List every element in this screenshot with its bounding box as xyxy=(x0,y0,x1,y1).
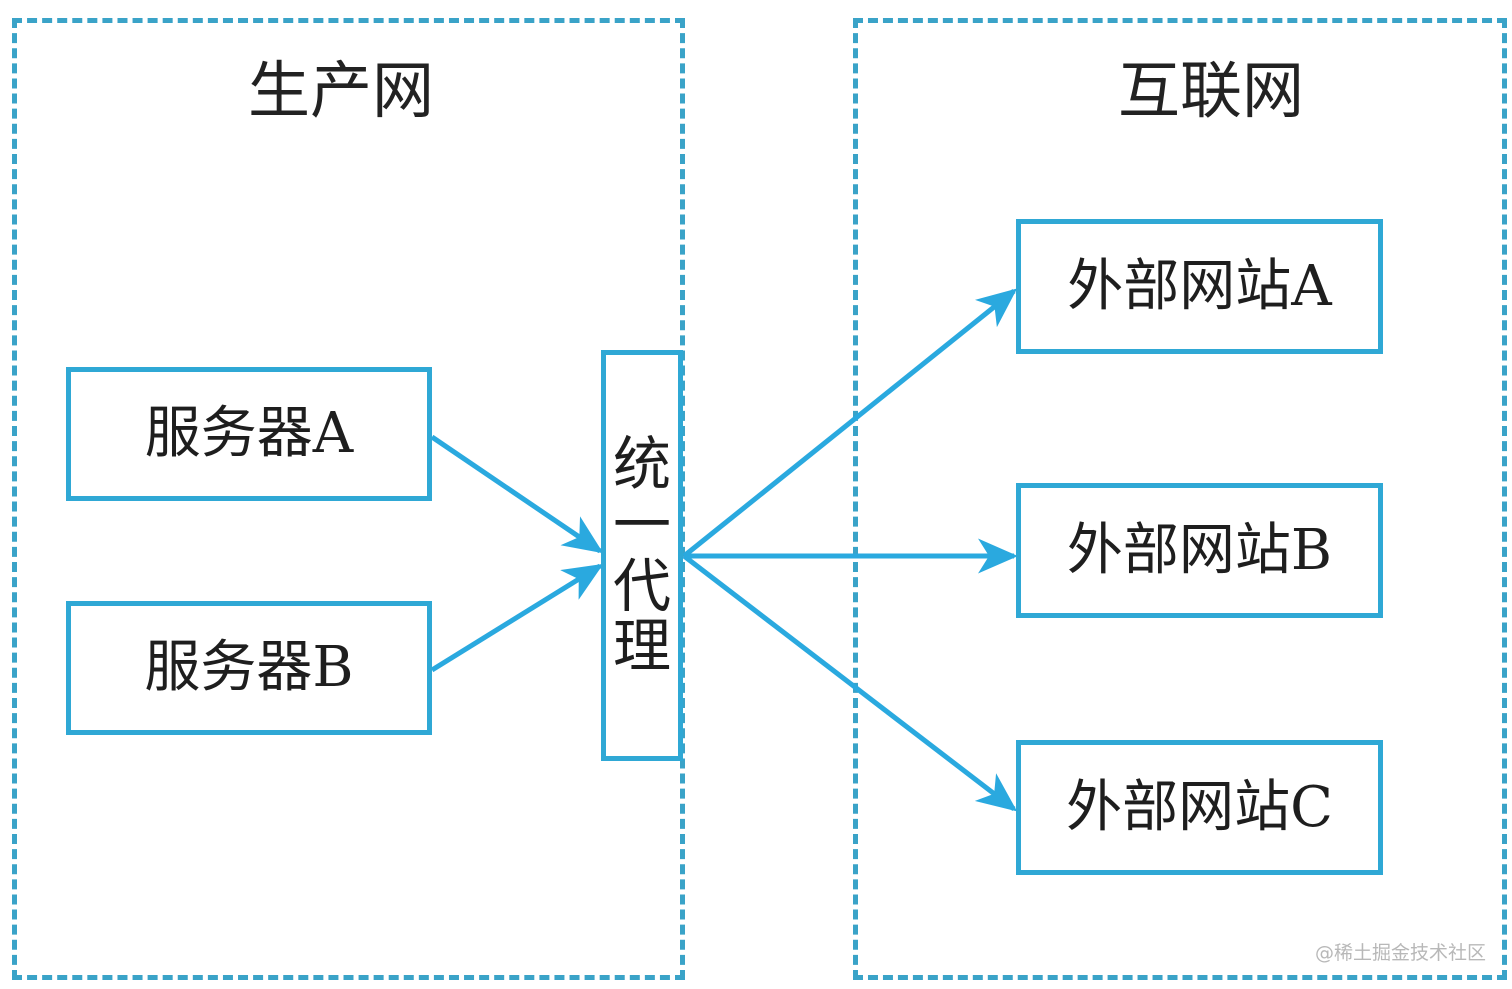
external-site-b-label: 外部网站B xyxy=(1066,517,1333,583)
production-network-title: 生产网 xyxy=(248,54,435,127)
proxy-label-char: 一 xyxy=(612,490,671,559)
proxy-label-char: 代 xyxy=(612,551,671,620)
external-site-b-box: 外部网站B xyxy=(1016,483,1383,618)
server-a-box: 服务器A xyxy=(66,367,432,501)
external-site-a-label: 外部网站A xyxy=(1067,253,1332,319)
proxy-label-char: 统 xyxy=(612,429,671,498)
proxy-label-char: 理 xyxy=(612,612,671,681)
external-site-c-label: 外部网站C xyxy=(1066,774,1333,840)
server-b-label: 服务器B xyxy=(144,635,354,700)
watermark: @稀土掘金技术社区 xyxy=(1314,942,1486,964)
unified-proxy-box: 统 一 代 理 xyxy=(601,350,683,761)
internet-title: 互联网 xyxy=(1118,54,1305,127)
server-b-box: 服务器B xyxy=(66,601,432,735)
external-site-c-box: 外部网站C xyxy=(1016,740,1383,875)
server-a-label: 服务器A xyxy=(144,401,354,466)
external-site-a-box: 外部网站A xyxy=(1016,219,1383,354)
